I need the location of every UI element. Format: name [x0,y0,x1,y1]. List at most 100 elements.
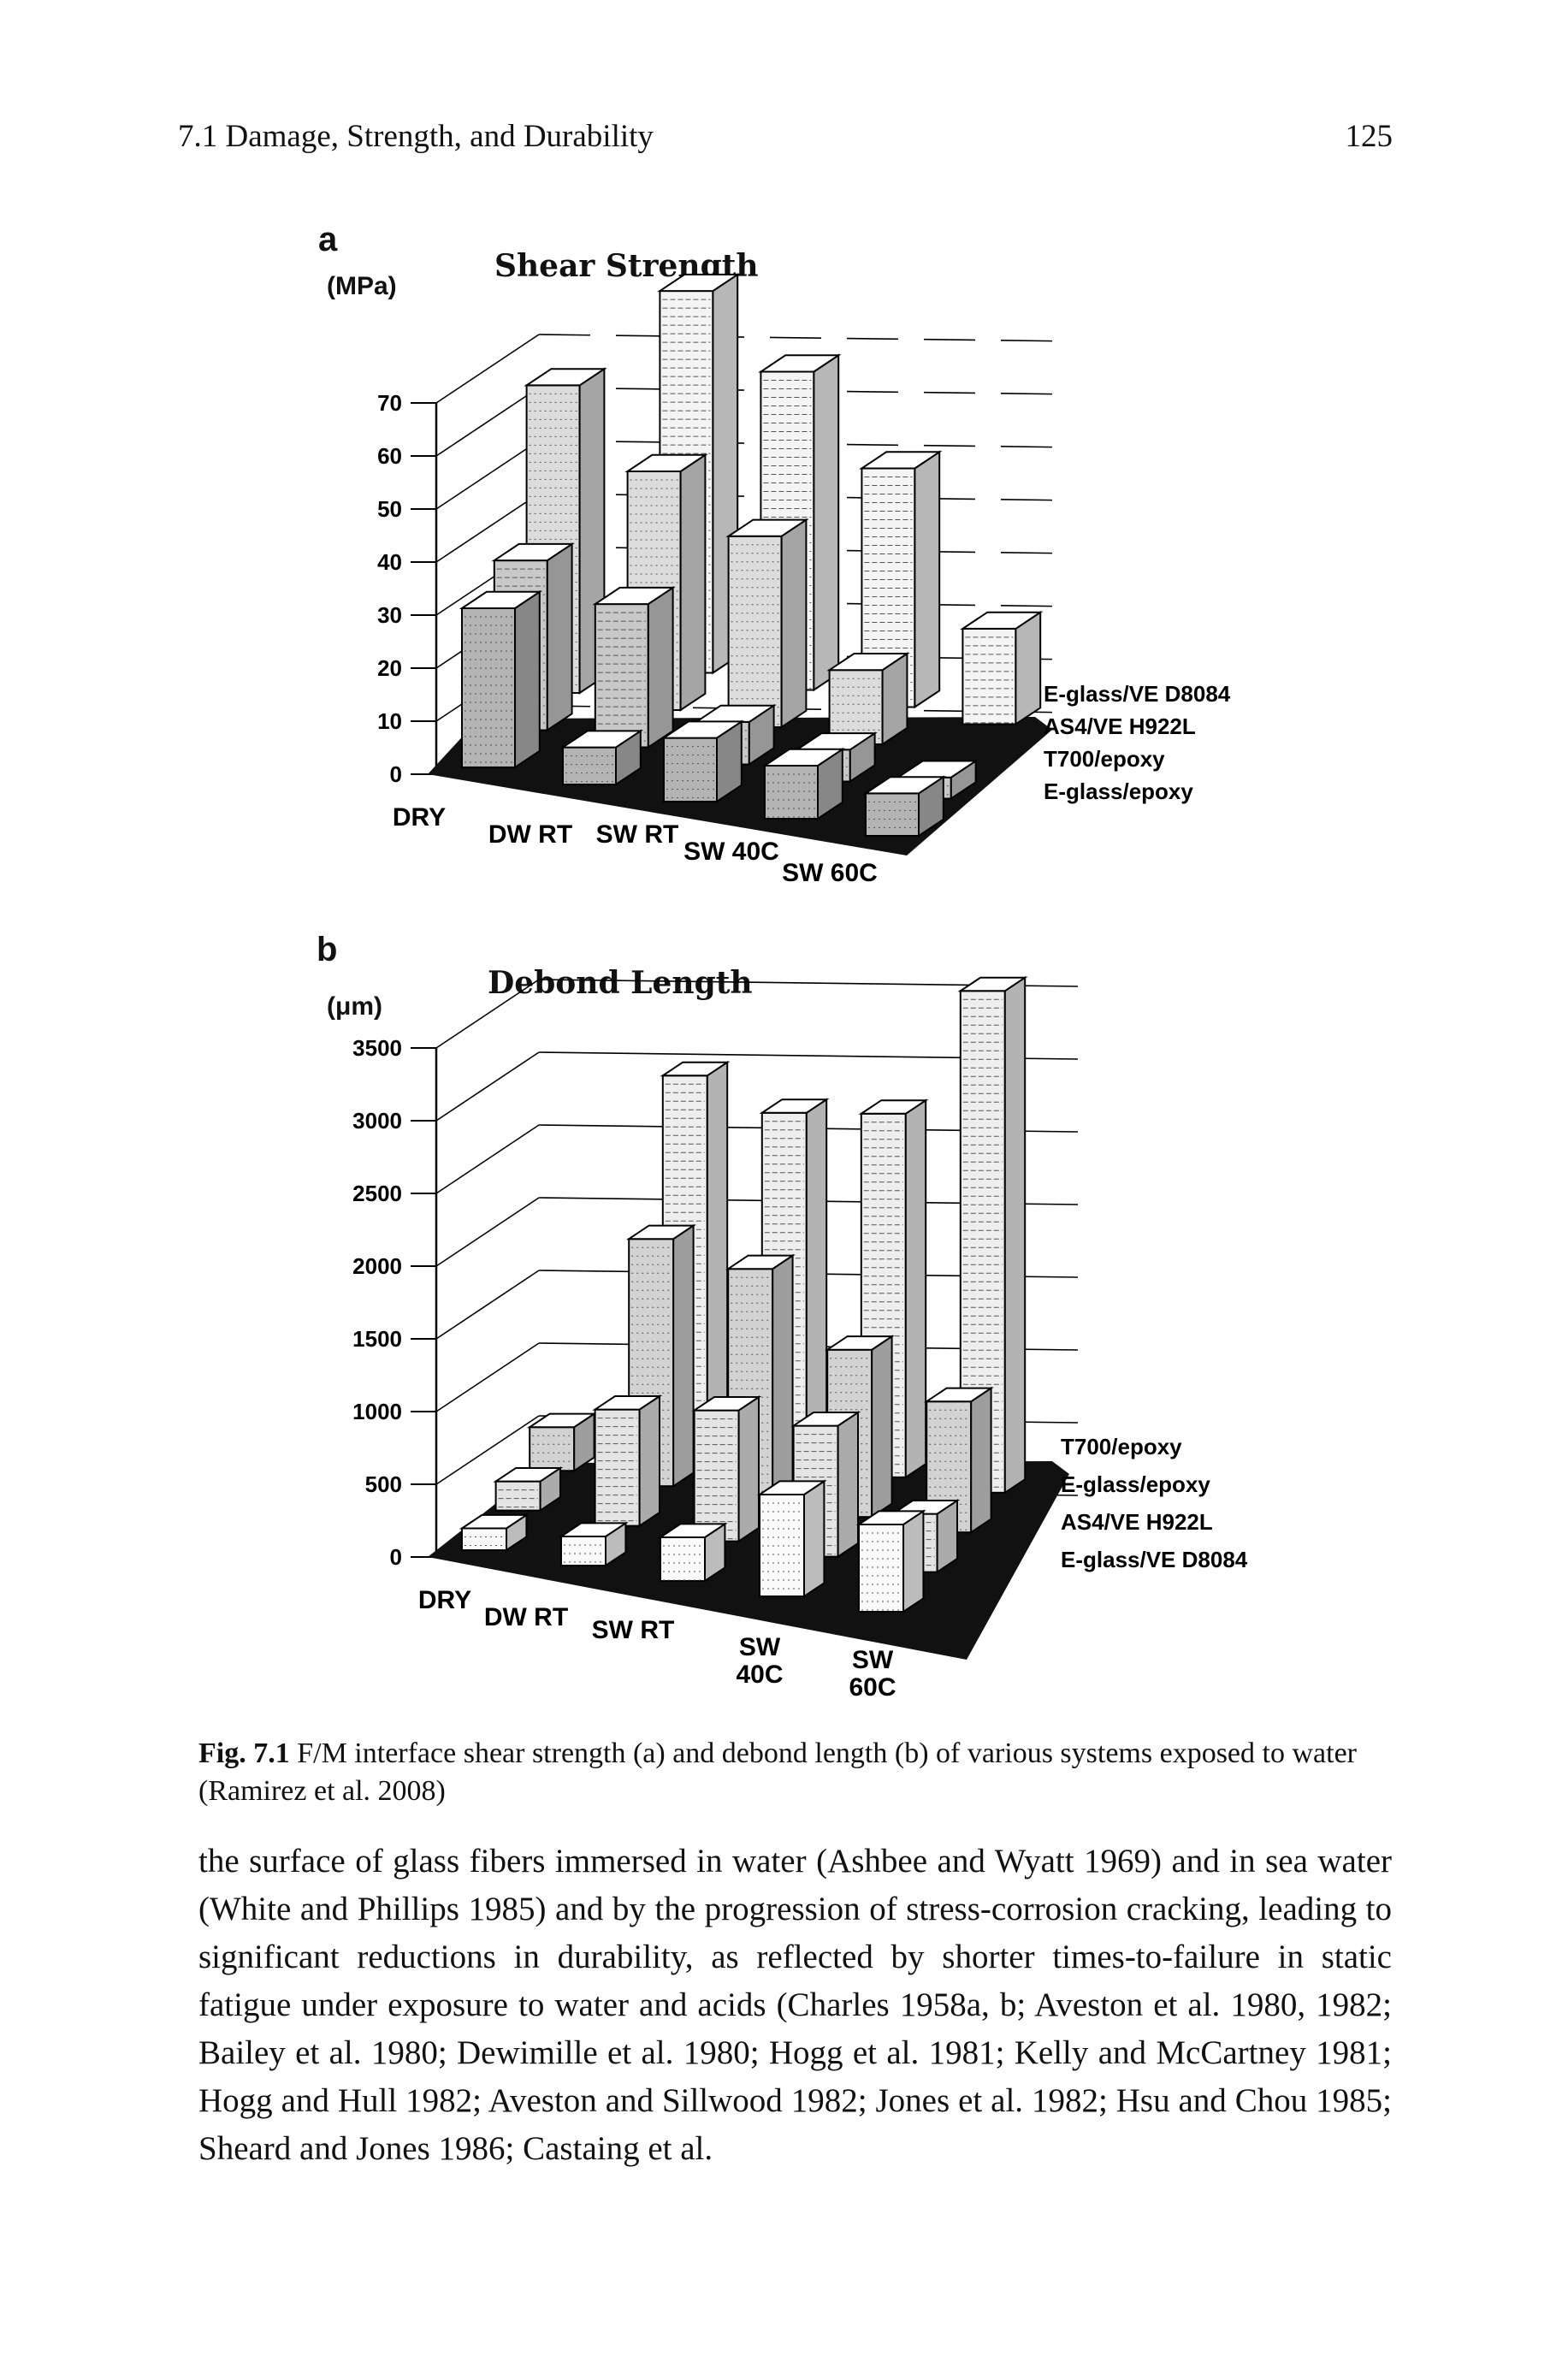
y-tick-label: 3500 [352,1035,402,1061]
bar-side-face [737,1395,760,1543]
chart-title-b: Debond Length [488,965,753,1001]
bar-side-face [970,1386,992,1535]
panel-label-b: b [317,931,338,968]
bar-front-face [759,1494,805,1597]
gridline-left [435,334,540,404]
bar-top-face [558,1522,629,1537]
bar-side-face [638,1394,660,1528]
y-tick-label: 500 [365,1471,402,1497]
y-tick-label: 2000 [352,1253,402,1279]
bar-front-face [693,1409,740,1542]
bar-front-face [594,1408,641,1527]
bar-top-face [660,720,745,739]
bar-top-face [592,586,676,606]
legend-entry: E-glass/VE D8084 [1061,1547,1248,1572]
x-category-label: SW RT [592,1616,675,1644]
bar-top-face [559,730,644,749]
bar-front-face [560,1536,606,1566]
bar-front-face [494,1480,541,1512]
bar [592,586,676,749]
running-header: 7.1 Damage, Strength, and Durability 125 [178,118,1393,169]
bar [660,719,745,803]
bar-top-face [459,1513,530,1530]
gridline-left [435,440,540,510]
y-unit-label-a: (MPa) [327,272,397,300]
y-tick-label: 40 [377,549,402,575]
bar [592,1394,663,1528]
legend-entry: E-glass/VE D8084 [1044,681,1231,707]
bar-front-face [660,1536,706,1582]
page-number: 125 [1345,119,1393,154]
bar-top-face [725,518,809,537]
bar-side-face [904,1098,927,1479]
bar-side-face [772,1253,794,1504]
bar-top-face [725,1254,796,1270]
gridline-left [435,493,540,563]
bar-front-face [858,1524,904,1613]
bar-side-face [672,1223,695,1489]
gridline-left [435,1197,540,1267]
y-tick-label: 2500 [352,1181,402,1206]
gridline-left [435,387,540,457]
y-tick-label: 30 [377,602,402,628]
x-category-label: DRY [393,803,446,832]
bar-top-face [824,1335,895,1351]
bar-top-face [862,776,947,795]
bar-side-face [803,1479,825,1598]
section-title: 7.1 Damage, Strength, and Durability [178,119,654,154]
bar-top-face [960,611,1044,630]
bar-top-face [459,590,543,609]
gridline-back [538,334,1079,342]
bar [559,729,644,786]
bar-top-face [756,1480,827,1495]
body-paragraph: the surface of glass fibers immersed in … [198,1843,1392,2167]
bar-top-face [790,1412,861,1427]
gridline-left [435,1051,540,1122]
y-tick-label: 20 [377,655,402,681]
bar-top-face [855,1510,926,1525]
bar [558,1521,629,1567]
bar-top-face [758,354,842,373]
bar-top-face [592,1395,663,1411]
bar-side-face [902,1509,925,1613]
bar-top-face [759,1098,830,1114]
bar-side-face [871,1335,893,1519]
y-tick-label: 3000 [352,1108,402,1134]
x-category-label: SW 60C [782,859,878,887]
bar-top-face [858,1099,929,1115]
y-tick-label: 0 [390,761,402,787]
legend-entry: AS4/VE H922L [1044,713,1196,739]
gridline-left [435,1342,540,1412]
y-tick-label: 60 [377,443,402,469]
bar-front-face [529,1426,576,1472]
bar-front-face [562,746,617,785]
bar-side-face [805,1098,828,1464]
bar [657,1522,728,1583]
bar-top-face [491,542,575,562]
x-category-label: SW RT [596,820,679,849]
bar-front-face [461,1527,507,1551]
x-category-label: DW RT [484,1603,568,1631]
bar-top-face [660,1061,731,1077]
bar [960,610,1044,726]
bar [855,1509,926,1613]
bar-top-face [524,368,607,387]
bar [862,775,947,838]
figure-caption-label: Fig. 7.1 [198,1738,290,1769]
figure-caption-text: F/M interface shear strength (a) and deb… [198,1738,1357,1807]
bar-front-face [962,627,1017,725]
bar [826,652,910,746]
bar-side-face [837,1411,859,1559]
bar-top-face [859,451,943,470]
gridline-left [435,1124,540,1194]
bar [526,1412,597,1473]
gridline-left [435,1415,540,1485]
legend-entry: AS4/VE H922L [1061,1509,1213,1535]
y-tick-label: 50 [377,496,402,522]
y-tick-label: 70 [377,390,402,416]
bar-top-face [761,748,846,767]
bar [691,1395,762,1543]
